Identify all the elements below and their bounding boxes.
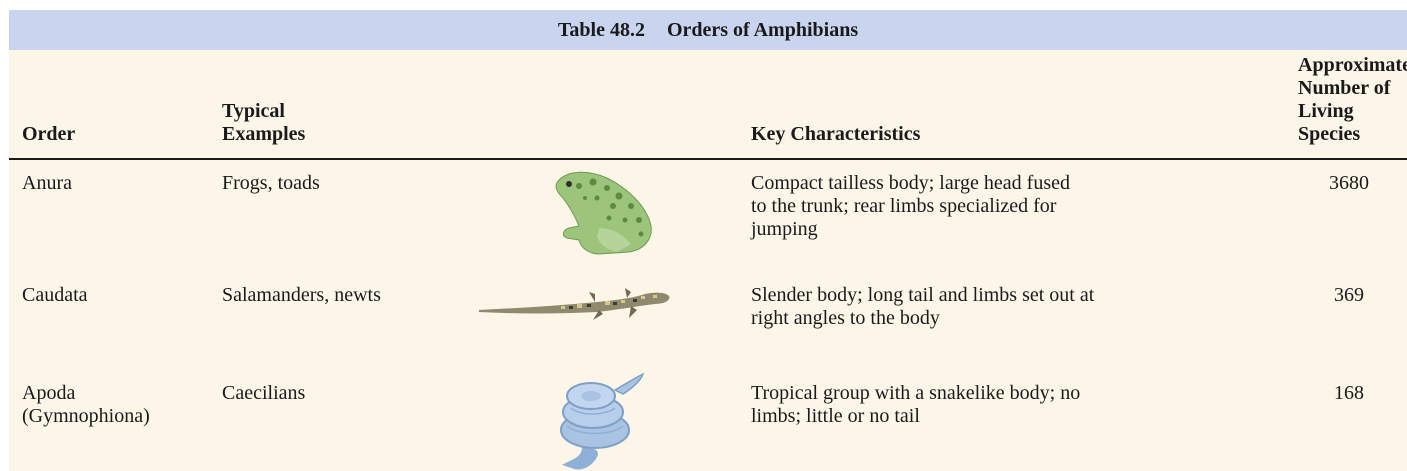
order-name: Apoda <box>22 382 76 404</box>
frog-illustration <box>555 171 652 255</box>
cell-order: Anura <box>22 172 212 195</box>
header-key-label: Key Characteristics <box>751 123 921 145</box>
key-line: Slender body; long tail and limbs set ou… <box>751 284 1095 306</box>
key-line: jumping <box>751 218 818 240</box>
salamander-illustration <box>479 288 670 320</box>
order-name: Anura <box>22 172 72 194</box>
key-line: right angles to the body <box>751 307 940 329</box>
table-caption: Table 48.2 Orders of Amphibians <box>9 10 1407 50</box>
key-line: to the trunk; rear limbs specialized for <box>751 195 1057 217</box>
cell-key-characteristics: Slender body; long tail and limbs set ou… <box>751 284 1211 330</box>
header-order: Order <box>22 123 75 146</box>
header-examples-line2: Examples <box>222 123 306 145</box>
key-line: limbs; little or no tail <box>751 405 920 427</box>
table-header: Order Typical Examples Key Characteristi… <box>9 50 1407 158</box>
cell-key-characteristics: Compact tailless body; large head fused … <box>751 172 1211 241</box>
table-row-anura: Anura Frogs, toads Compact tailless body… <box>9 160 1407 272</box>
table-number: Table 48.2 <box>557 18 645 41</box>
order-alt-name: (Gymnophiona) <box>22 405 150 427</box>
header-count-line2: Number of <box>1298 77 1391 99</box>
cell-examples: Caecilians <box>222 382 306 404</box>
cell-order: Apoda (Gymnophiona) <box>22 382 212 428</box>
table-title: Orders of Amphibians <box>666 18 859 41</box>
cell-species-count: 369 <box>1334 284 1364 306</box>
key-line: Compact tailless body; large head fused <box>751 172 1070 194</box>
table-row-apoda: Apoda (Gymnophiona) Caecilians Tropical … <box>9 370 1407 471</box>
header-divider <box>9 158 1407 160</box>
table-row-caudata: Caudata Salamanders, newts Slender body;… <box>9 272 1407 370</box>
header-typical-examples: Typical Examples <box>222 100 305 146</box>
header-count-line1: Approximate <box>1298 54 1407 76</box>
cell-order: Caudata <box>22 284 212 307</box>
key-line: Tropical group with a snakelike body; no <box>751 382 1081 404</box>
cell-species-count: 168 <box>1334 382 1364 404</box>
cell-examples: Salamanders, newts <box>222 284 381 306</box>
header-examples-line1: Typical <box>222 100 285 122</box>
amphibian-orders-table: Table 48.2 Orders of Amphibians Order Ty… <box>9 10 1407 471</box>
header-key-characteristics: Key Characteristics <box>751 123 920 146</box>
cell-examples: Frogs, toads <box>222 172 320 194</box>
order-name: Caudata <box>22 284 88 306</box>
caecilian-illustration <box>560 372 645 470</box>
header-order-label: Order <box>22 123 76 145</box>
cell-key-characteristics: Tropical group with a snakelike body; no… <box>751 382 1211 428</box>
header-species-count: Approximate Number of Living Species <box>1298 54 1407 146</box>
header-count-line3: Living Species <box>1298 100 1361 145</box>
cell-species-count: 3680 <box>1329 172 1369 194</box>
